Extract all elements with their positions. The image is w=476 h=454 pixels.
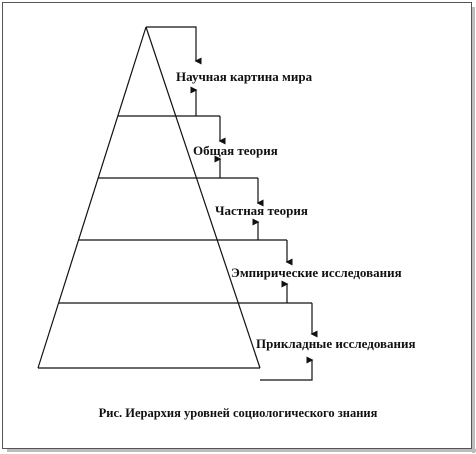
pyramid-left-edge: [37, 26, 147, 369]
pyramid-right-edge: [145, 26, 261, 369]
level-label-applied-research: Прикладные исследования: [256, 336, 416, 351]
level-arrows: [146, 26, 318, 381]
pyramid-outline: [37, 26, 261, 369]
level-label-empirical-research: Эмпирические исследования: [231, 265, 402, 280]
level-label-scientific-worldview: Научная картина мира: [176, 69, 313, 84]
arrow-down: [146, 26, 202, 65]
arrow-up: [260, 356, 314, 381]
level-label-general-theory: Общая теория: [193, 143, 278, 158]
level-label-particular-theory: Частная теория: [215, 203, 308, 218]
level-dividers: [59, 115, 312, 304]
figure-caption: Рис. Иерархия уровней социологического з…: [99, 406, 378, 420]
